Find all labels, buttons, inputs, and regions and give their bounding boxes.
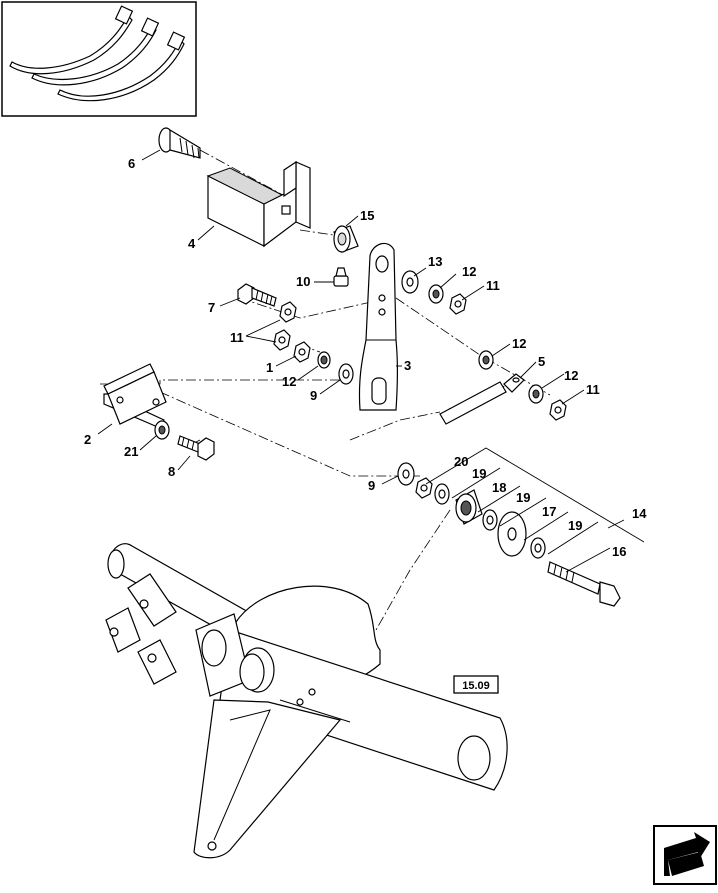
- callout-labels: 6 4 15 10 7 11 1 12 9 3 13 12 11 12 5 12…: [84, 156, 647, 559]
- callout-19-b: 19: [516, 490, 530, 505]
- part-6-carriage-bolt: [158, 127, 201, 159]
- callout-8: 8: [168, 464, 175, 479]
- inset-thumbnail: [1, 1, 197, 117]
- part-11-nut-b: [279, 301, 297, 323]
- part-9-washer-b: [397, 462, 415, 486]
- part-19-washer-a: [434, 483, 450, 505]
- callout-16: 16: [612, 544, 626, 559]
- callout-15: 15: [360, 208, 374, 223]
- part-8-hex-bolt: [177, 435, 215, 461]
- grain-tine-strips-icon: [9, 5, 186, 102]
- callout-9-upper: 9: [310, 388, 317, 403]
- part-11-nut-c: [273, 329, 291, 351]
- part-10-grease-fitting: [333, 267, 349, 287]
- callout-11-right: 11: [586, 382, 600, 397]
- part-15-bushing: [333, 225, 359, 253]
- part-11-nut-d: [549, 399, 567, 421]
- callout-14: 14: [632, 506, 647, 521]
- reference-box: 15.09: [453, 675, 499, 694]
- part-2-angle-bracket: [103, 363, 167, 429]
- part-5-spring: [439, 373, 525, 425]
- part-4-channel-bracket: [206, 160, 311, 248]
- callout-5: 5: [538, 354, 545, 369]
- callout-6: 6: [128, 156, 135, 171]
- part-1-nut: [293, 341, 311, 363]
- leader-lines: [97, 149, 645, 573]
- part-21-lock-washer: [154, 420, 170, 440]
- callout-11-left: 11: [230, 330, 244, 345]
- callout-9-lower: 9: [368, 478, 375, 493]
- part-12-lock-washer-a: [428, 284, 444, 304]
- part-18-bearing: [455, 489, 483, 525]
- part-12-lock-washer-d: [528, 384, 544, 404]
- callout-10: 10: [296, 274, 310, 289]
- part-7-hex-bolt: [237, 283, 277, 307]
- part-19-washer-c: [530, 537, 546, 559]
- callout-1: 1: [266, 360, 273, 375]
- callout-3: 3: [404, 358, 411, 373]
- part-11-nut-a: [449, 293, 467, 315]
- part-12-lock-washer-b: [317, 351, 331, 369]
- callout-12-right: 12: [564, 368, 578, 383]
- main-frame-assembly: [105, 543, 508, 859]
- callout-21: 21: [124, 444, 138, 459]
- callout-2: 2: [84, 432, 91, 447]
- part-20-nut: [415, 477, 433, 499]
- part-12-lock-washer-c: [478, 350, 494, 370]
- callout-20: 20: [454, 454, 468, 469]
- callout-19-a: 19: [472, 466, 486, 481]
- part-19-washer-b: [482, 509, 498, 531]
- reference-label: 15.09: [462, 680, 490, 692]
- callout-7: 7: [208, 300, 215, 315]
- part-3-arm: [358, 242, 399, 411]
- next-page-arrow-icon[interactable]: [653, 825, 717, 885]
- part-13-washer: [401, 270, 419, 294]
- callout-19-c: 19: [568, 518, 582, 533]
- part-9-washer-a: [338, 363, 354, 385]
- callout-17: 17: [542, 504, 556, 519]
- callout-11-top: 11: [486, 278, 500, 293]
- part-16-hex-bolt: [547, 561, 621, 607]
- callout-13: 13: [428, 254, 442, 269]
- callout-12-top: 12: [462, 264, 476, 279]
- callout-18: 18: [492, 480, 506, 495]
- callout-4: 4: [188, 236, 196, 251]
- callout-12-left: 12: [282, 374, 296, 389]
- callout-12-mid: 12: [512, 336, 526, 351]
